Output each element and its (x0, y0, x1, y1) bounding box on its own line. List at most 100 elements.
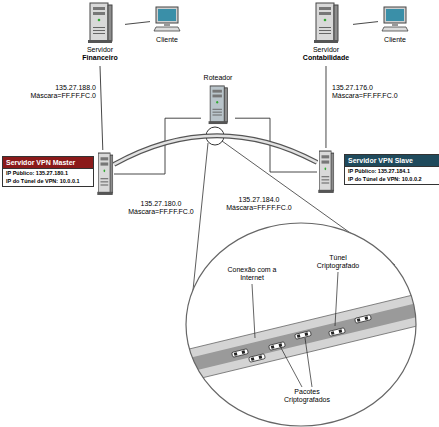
vpn-title: Servidor VPN Slave (344, 154, 439, 167)
client-icon (153, 6, 181, 32)
vpn-server-node: Servidor VPN MasterIP Público: 135.27.18… (2, 150, 114, 198)
encrypted-tunnel (185, 303, 417, 373)
packet (232, 349, 249, 358)
power-led (324, 19, 327, 22)
client-icon (381, 6, 409, 32)
server-side (331, 153, 334, 191)
leader-line (335, 272, 338, 326)
router-icon (207, 85, 229, 125)
network-link (100, 66, 103, 150)
server-side (108, 5, 112, 41)
server-body (320, 151, 332, 191)
monitor-screen (386, 9, 404, 21)
drive-bay (319, 12, 331, 15)
drive-bay (93, 12, 105, 15)
client-label: Cliente (372, 36, 418, 44)
tunnel-inner (114, 136, 317, 165)
detail-label: Túnel Criptografado (309, 254, 367, 270)
server-base (97, 192, 112, 195)
vpn-detail: IP do Túnel de VPN: 10.0.0.1 (2, 177, 94, 187)
magnifier-node: Conexão com a Internet Túnel Criptografad… (185, 222, 417, 427)
server-body (316, 3, 334, 41)
vent-line (213, 111, 222, 113)
server-icon (312, 2, 340, 44)
drive-bay (213, 95, 222, 98)
router-node: Roteador (201, 74, 235, 126)
vpn-server-icon-svg (317, 150, 335, 194)
vpn-info-box: Servidor VPN SlaveIP Público: 135.27.184… (344, 154, 439, 185)
packet (329, 328, 346, 337)
vpn-detail: IP do Túnel de VPN: 10.0.0.2 (344, 175, 439, 185)
network-address: 135.27.176.0 Máscara=FF.FF.FC.0 (332, 84, 408, 100)
packet-mark (242, 350, 246, 354)
vpn-info-box: Servidor VPN MasterIP Público: 135.27.18… (2, 156, 94, 187)
packet-mark (234, 352, 238, 356)
client-node: Cliente (150, 4, 184, 48)
magnifier-outline (186, 223, 416, 426)
vent-line (319, 30, 331, 31)
drive-bay (322, 160, 330, 163)
packet-mark (271, 345, 275, 349)
packet-mark (357, 318, 361, 322)
drive-bay (101, 157, 109, 160)
vent-line (213, 108, 222, 110)
vent-line (322, 176, 330, 177)
vpn-detail: IP Público: 135.27.184.1 (344, 167, 439, 175)
keyboard (382, 27, 408, 31)
server-base (88, 40, 112, 43)
packet-body (249, 354, 266, 363)
server-body (90, 3, 108, 41)
vent-line (319, 27, 331, 28)
server-label: Financeiro (65, 54, 135, 62)
drive-bay (101, 162, 109, 165)
vpn-server-icon (317, 150, 335, 194)
vent-line (319, 33, 331, 34)
server-base (209, 121, 228, 124)
packet-mark (331, 331, 335, 335)
vpn-title: Servidor VPN Master (2, 156, 94, 169)
packet (355, 315, 372, 324)
network-address: 135.27.184.0 Máscara=FF.FF.FC.0 (226, 196, 292, 212)
network-link (125, 22, 150, 25)
detail-label: Conexão com a Internet (221, 266, 283, 282)
server-base (318, 190, 333, 193)
packet-mark (305, 332, 309, 336)
monitor-screen (158, 9, 176, 21)
vpn-server-icon (96, 152, 114, 196)
vent-line (93, 27, 105, 28)
server-body (99, 153, 111, 193)
connector-line (114, 136, 317, 165)
server-icon-svg (86, 2, 114, 44)
vent-line (322, 179, 330, 180)
vent-line (101, 181, 109, 182)
packet-body (329, 328, 346, 337)
packet (249, 354, 266, 363)
server-icon-svg (312, 2, 340, 44)
packet-mark (251, 357, 255, 361)
vpn-detail: IP Público: 135.27.180.1 (2, 169, 94, 177)
server-body (210, 86, 224, 122)
server-label: Contabilidade (289, 54, 363, 62)
server-side (224, 88, 227, 122)
internet-band (185, 294, 417, 382)
client-icon-svg (153, 6, 181, 32)
vent-line (101, 184, 109, 185)
packet-body (269, 342, 286, 351)
connector-line (353, 22, 378, 25)
server-node: ServidorFinanceiro (75, 2, 125, 66)
power-led (216, 101, 218, 103)
vpn-tunnel (114, 136, 317, 165)
keyboard (154, 27, 180, 31)
packet-mark (365, 316, 369, 320)
network-link (325, 66, 326, 148)
leader-line (305, 338, 312, 387)
client-icon-svg (381, 6, 409, 32)
packet (295, 331, 312, 340)
power-led (325, 167, 327, 170)
leader-line (252, 284, 255, 338)
server-base (314, 40, 338, 43)
tunnel-detail (185, 294, 417, 382)
packet-mark (259, 355, 263, 359)
vpn-server-node: Servidor VPN SlaveIP Público: 135.27.184… (317, 148, 438, 196)
